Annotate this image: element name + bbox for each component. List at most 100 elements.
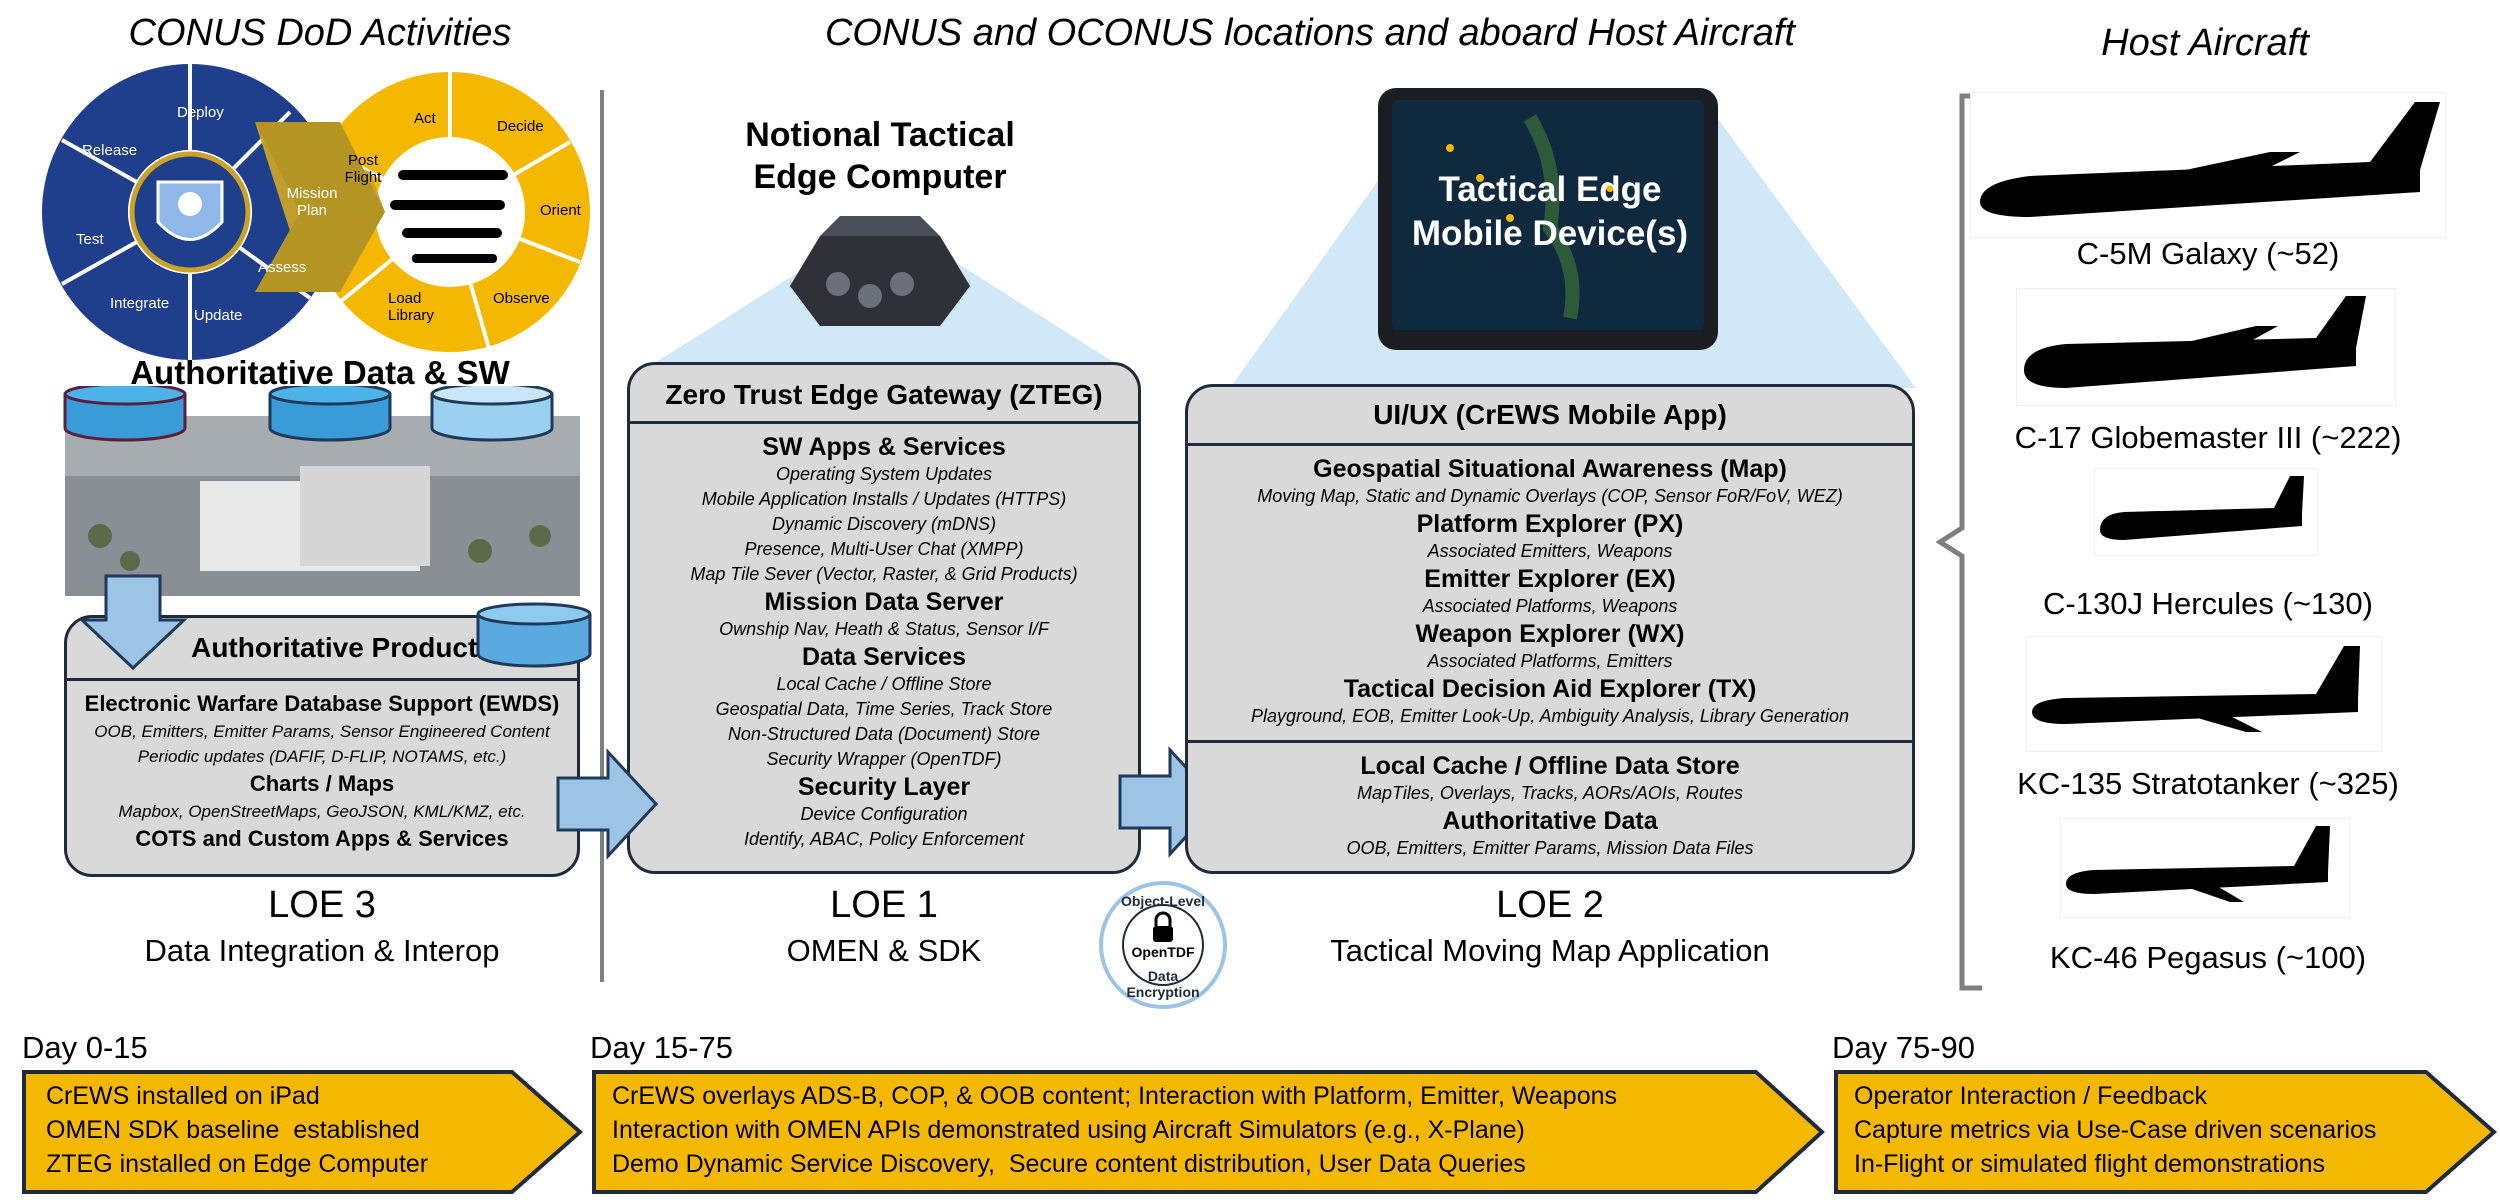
dod-cycle-diagram bbox=[42, 64, 590, 360]
edge-computer-title: Notional Tactical Edge Computer bbox=[680, 114, 1080, 198]
zteg-item: Non-Structured Data (Document) Store bbox=[727, 724, 1041, 744]
timeline-arrow-phase3 bbox=[1834, 1070, 2498, 1194]
timeline-line: CrEWS overlays ADS-B, COP, & OOB content… bbox=[612, 1082, 1618, 1110]
header-conus-dod: CONUS DoD Activities bbox=[128, 12, 512, 54]
edge-computer-title-line1: Notional Tactical bbox=[745, 116, 1015, 154]
aircraft-kc135-label: KC-135 Stratotanker (~325) bbox=[2017, 766, 2399, 801]
zteg-box: Zero Trust Edge Gateway (ZTEG) SW Apps &… bbox=[627, 362, 1141, 874]
aircraft-c5-label: C-5M Galaxy (~52) bbox=[2076, 236, 2340, 271]
zteg-item: Local Cache / Offline Store bbox=[776, 674, 992, 694]
loe3-item: Periodic updates (DAFIF, D-FLIP, NOTAMS,… bbox=[137, 747, 507, 766]
kc135-silhouette-icon bbox=[2026, 636, 2382, 752]
timeline-arrow-phase2 bbox=[592, 1070, 1825, 1194]
authoritative-products-title: Authoritative Products bbox=[191, 632, 493, 663]
loe1-sublabel: OMEN & SDK bbox=[786, 933, 982, 968]
crews-section-local-cache: Local Cache / Offline Data Store bbox=[1360, 752, 1740, 780]
timeline-arrows bbox=[22, 1070, 2498, 1194]
zteg-item: Map Tile Sever (Vector, Raster, & Grid P… bbox=[690, 564, 1078, 584]
section-divider bbox=[600, 90, 604, 982]
database-cylinder-icon bbox=[430, 386, 554, 442]
cycle-label-assess: Assess bbox=[258, 259, 307, 276]
mobile-device-label-line1: Tactical Edge bbox=[1438, 170, 1662, 209]
zteg-item: Security Wrapper (OpenTDF) bbox=[766, 749, 1002, 769]
database-cylinder-icon bbox=[268, 386, 392, 442]
crews-app-box: UI/UX (CrEWS Mobile App) Geospatial Situ… bbox=[1185, 384, 1915, 874]
cycle-label-release: Release bbox=[82, 142, 138, 159]
tablet-device-icon bbox=[1230, 88, 1916, 388]
crews-item: Playground, EOB, Emitter Look-Up, Ambigu… bbox=[1251, 706, 1849, 726]
header-conus-oconus: CONUS and OCONUS locations and aboard Ho… bbox=[824, 12, 1796, 54]
timeline-line: ZTEG installed on Edge Computer bbox=[46, 1150, 429, 1178]
timeline-line: Interaction with OMEN APIs demonstrated … bbox=[612, 1116, 1525, 1144]
aircraft-c130-label: C-130J Hercules (~130) bbox=[2043, 586, 2373, 621]
crews-section-platform: Platform Explorer (PX) bbox=[1416, 510, 1684, 538]
crews-item: MapTiles, Overlays, Tracks, AORs/AOIs, R… bbox=[1357, 783, 1743, 803]
zteg-item: Presence, Multi-User Chat (XMPP) bbox=[744, 539, 1024, 559]
loe3-section-cots: COTS and Custom Apps & Services bbox=[135, 826, 509, 851]
lock-icon bbox=[1153, 911, 1173, 942]
zteg-item: Mobile Application Installs / Updates (H… bbox=[701, 489, 1067, 509]
crews-item: Moving Map, Static and Dynamic Overlays … bbox=[1257, 486, 1843, 506]
crews-item: OOB, Emitters, Emitter Params, Mission D… bbox=[1346, 838, 1754, 858]
aircraft-c17-label: C-17 Globemaster III (~222) bbox=[2014, 420, 2402, 455]
timeline-phase3-text: Operator Interaction / Feedback Capture … bbox=[1854, 1079, 2376, 1181]
timeline-day-75-90: Day 75-90 bbox=[1832, 1030, 1976, 1065]
aircraft-kc46-label: KC-46 Pegasus (~100) bbox=[2049, 940, 2367, 975]
cycle-label-mission-plan: Mission Plan bbox=[286, 185, 338, 219]
loe3-label: LOE 3 bbox=[268, 884, 376, 926]
zteg-item: Geospatial Data, Time Series, Track Stor… bbox=[715, 699, 1053, 719]
wing-seal-icon bbox=[129, 151, 251, 273]
database-cylinder-icon bbox=[476, 602, 592, 668]
zteg-item: Operating System Updates bbox=[775, 464, 993, 484]
cycle-label-orient: Orient bbox=[540, 202, 581, 219]
zteg-item: Device Configuration bbox=[800, 804, 968, 824]
encryption-badge-middle: OpenTDF bbox=[1131, 944, 1195, 960]
crews-section-weapon: Weapon Explorer (WX) bbox=[1415, 620, 1685, 648]
loe3-item: Mapbox, OpenStreetMaps, GeoJSON, KML/KMZ… bbox=[118, 802, 526, 821]
crews-section-tactical-decision: Tactical Decision Aid Explorer (TX) bbox=[1343, 675, 1757, 703]
zteg-item: Ownship Nav, Heath & Status, Sensor I/F bbox=[719, 619, 1049, 639]
timeline-phase2-text: CrEWS overlays ADS-B, COP, & OOB content… bbox=[612, 1079, 1617, 1181]
database-building-graphic bbox=[63, 386, 580, 596]
timeline-line: CrEWS installed on iPad bbox=[46, 1082, 320, 1110]
zteg-item: Identify, ABAC, Policy Enforcement bbox=[743, 829, 1025, 849]
zteg-section-data-services: Data Services bbox=[801, 643, 966, 671]
right-arrow-icon bbox=[556, 748, 659, 860]
timeline-day-15-75: Day 15-75 bbox=[590, 1030, 734, 1065]
authoritative-data-title: Authoritative Data & SW bbox=[130, 354, 510, 391]
crews-section-authoritative: Authoritative Data bbox=[1442, 807, 1658, 835]
mobile-device-label-line2: Mobile Device(s) bbox=[1411, 214, 1689, 253]
loe2-label: LOE 2 bbox=[1496, 884, 1604, 926]
cycle-label-post-flight: Post Flight bbox=[344, 152, 382, 186]
encryption-badge-top: Object-Level bbox=[1120, 893, 1206, 909]
loe3-section-ewds: Electronic Warfare Database Support (EWD… bbox=[84, 691, 560, 716]
aircraft-bracket bbox=[1936, 93, 1982, 991]
loe2-sublabel: Tactical Moving Map Application bbox=[1330, 933, 1770, 968]
crews-item: Associated Emitters, Weapons bbox=[1427, 541, 1673, 561]
kc46-silhouette-icon bbox=[2060, 818, 2350, 918]
cycle-label-test: Test bbox=[76, 231, 104, 248]
c17-silhouette-icon bbox=[2016, 288, 2396, 406]
cycle-label-deploy: Deploy bbox=[177, 104, 224, 121]
timeline-line: Capture metrics via Use-Case driven scen… bbox=[1854, 1116, 2377, 1144]
zteg-section-mission-data: Mission Data Server bbox=[764, 588, 1004, 616]
c130-silhouette-icon bbox=[2094, 468, 2318, 556]
zteg-section-sw-apps: SW Apps & Services bbox=[762, 433, 1006, 461]
cycle-label-update: Update bbox=[194, 307, 243, 324]
authoritative-products-box: Authoritative Products Electronic Warfar… bbox=[64, 615, 580, 877]
edge-computer-icon bbox=[650, 216, 1120, 366]
zteg-title: Zero Trust Edge Gateway (ZTEG) bbox=[665, 379, 1103, 410]
cycle-label-observe: Observe bbox=[493, 290, 550, 307]
crews-app-title: UI/UX (CrEWS Mobile App) bbox=[1373, 399, 1727, 430]
cycle-label-act: Act bbox=[414, 110, 436, 127]
loe3-item: OOB, Emitters, Emitter Params, Sensor En… bbox=[94, 722, 550, 741]
database-cylinder-icon bbox=[63, 386, 187, 442]
loe3-section-charts: Charts / Maps bbox=[249, 771, 395, 796]
crews-item: Associated Platforms, Emitters bbox=[1427, 651, 1673, 671]
edge-computer-title-line2: Edge Computer bbox=[753, 158, 1007, 196]
loe1-label: LOE 1 bbox=[830, 884, 938, 926]
cycle-label-integrate: Integrate bbox=[110, 295, 170, 312]
mobile-device-label: Tactical Edge Mobile Device(s) bbox=[1390, 168, 1710, 256]
crews-section-geospatial: Geospatial Situational Awareness (Map) bbox=[1313, 455, 1787, 483]
zteg-section-security: Security Layer bbox=[797, 773, 971, 801]
